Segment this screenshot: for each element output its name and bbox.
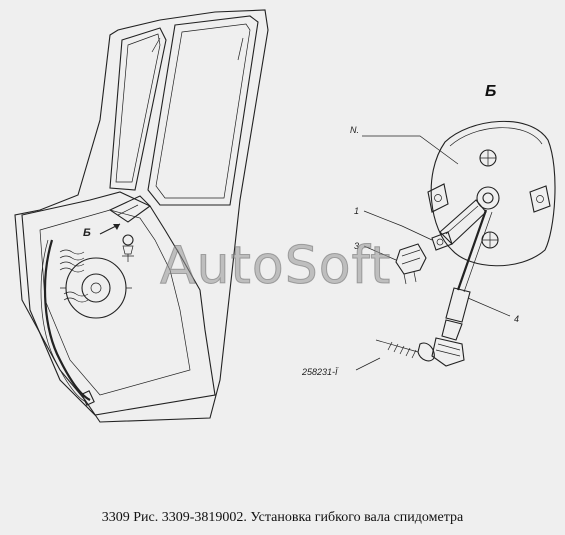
watermark: AutoSoft: [159, 236, 392, 297]
figure-caption: 3309 Рис. 3309-3819002. Установка гибког…: [101, 510, 464, 525]
detail-view-b: Б: [375, 83, 556, 367]
view-letter: Б: [485, 83, 496, 100]
view-marker-label: Б: [83, 227, 91, 239]
callout-1: 1: [354, 206, 359, 216]
callout-part-number: 258231-Ї: [301, 367, 339, 377]
callout-4: 4: [514, 314, 519, 324]
leader-lines: [355, 135, 511, 371]
cab-panel-drawing: Б: [14, 9, 269, 423]
callout-n: N.: [350, 125, 359, 135]
callout-3: 3: [354, 241, 359, 251]
